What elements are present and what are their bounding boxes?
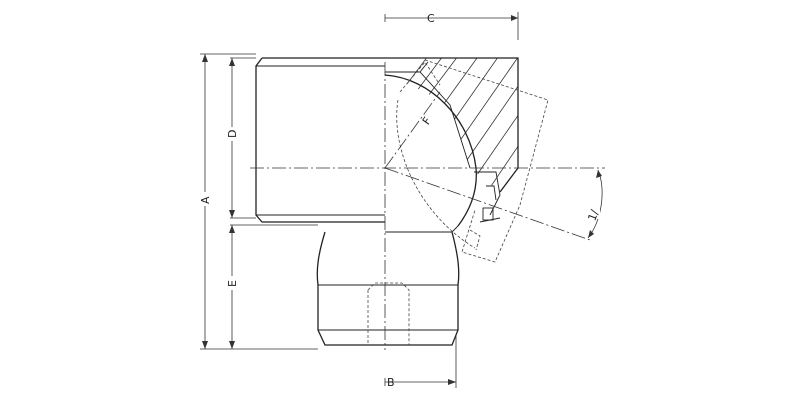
shank (316, 231, 460, 346)
dimension-c: C (384, 12, 519, 40)
housing-body (255, 57, 519, 223)
dimension-a: A (199, 53, 318, 350)
hatched-section (385, 58, 518, 192)
dimension-f: F (420, 115, 434, 128)
label-a: A (199, 196, 212, 204)
label-e: E (226, 280, 239, 287)
label-b: B (387, 376, 395, 389)
dimension-d: D (226, 57, 256, 219)
center-lines (250, 62, 605, 350)
dimension-angle: 1/ (586, 169, 603, 239)
label-d: D (226, 130, 239, 138)
tilted-outline (396, 59, 549, 263)
label-c: C (427, 12, 435, 25)
label-f: F (420, 115, 434, 128)
label-angle: 1/ (586, 208, 602, 223)
seal-detail (474, 171, 501, 223)
dimension-b: B (384, 335, 457, 389)
dimension-e: E (226, 224, 318, 349)
